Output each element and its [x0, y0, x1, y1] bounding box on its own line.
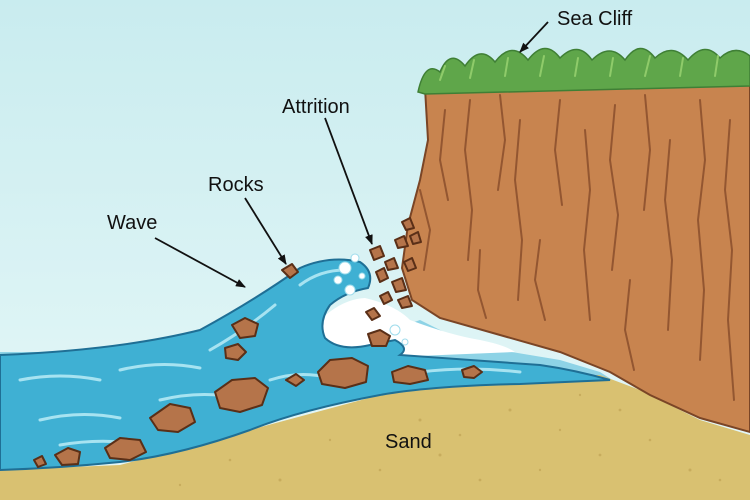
wave-arrow: [154, 237, 246, 288]
cliff-grass: [417, 47, 750, 95]
rock: [403, 257, 417, 272]
rock: [379, 291, 393, 305]
rock: [397, 295, 413, 309]
label-arrows: [154, 21, 549, 288]
sand-label: Sand: [385, 431, 432, 453]
rock: [367, 329, 391, 347]
sand-texture: [178, 393, 722, 487]
rock: [375, 267, 389, 283]
rock: [281, 263, 299, 279]
rock: [394, 235, 409, 249]
rock: [214, 377, 269, 413]
rock: [285, 373, 305, 387]
rocks-arrow: [244, 197, 287, 265]
rocks: [33, 217, 483, 468]
rock: [391, 365, 429, 385]
rock: [461, 365, 483, 379]
rock: [384, 257, 399, 271]
rock: [401, 217, 415, 231]
sea-cliff-arrow: [519, 21, 549, 53]
rock: [33, 455, 47, 468]
rock: [231, 317, 259, 339]
wave-foam: [300, 298, 515, 360]
rock: [104, 437, 147, 461]
wave-label: Wave: [107, 212, 157, 234]
sand-beach: [0, 375, 750, 500]
rock: [317, 357, 369, 389]
sea-cliff: [400, 78, 750, 434]
rocks-label: Rocks: [208, 174, 264, 196]
attrition-arrow: [324, 117, 373, 245]
rock: [391, 277, 407, 293]
rock: [365, 307, 381, 321]
rock: [409, 231, 422, 245]
rock: [224, 343, 247, 361]
attrition-label: Attrition: [282, 96, 350, 118]
grass-highlights: [439, 55, 719, 81]
sea-cliff-label: Sea Cliff: [557, 8, 633, 30]
cliff-cracks: [419, 94, 735, 401]
spray: [333, 253, 409, 346]
rock: [54, 447, 81, 466]
rock: [369, 245, 385, 261]
rock: [149, 403, 196, 433]
